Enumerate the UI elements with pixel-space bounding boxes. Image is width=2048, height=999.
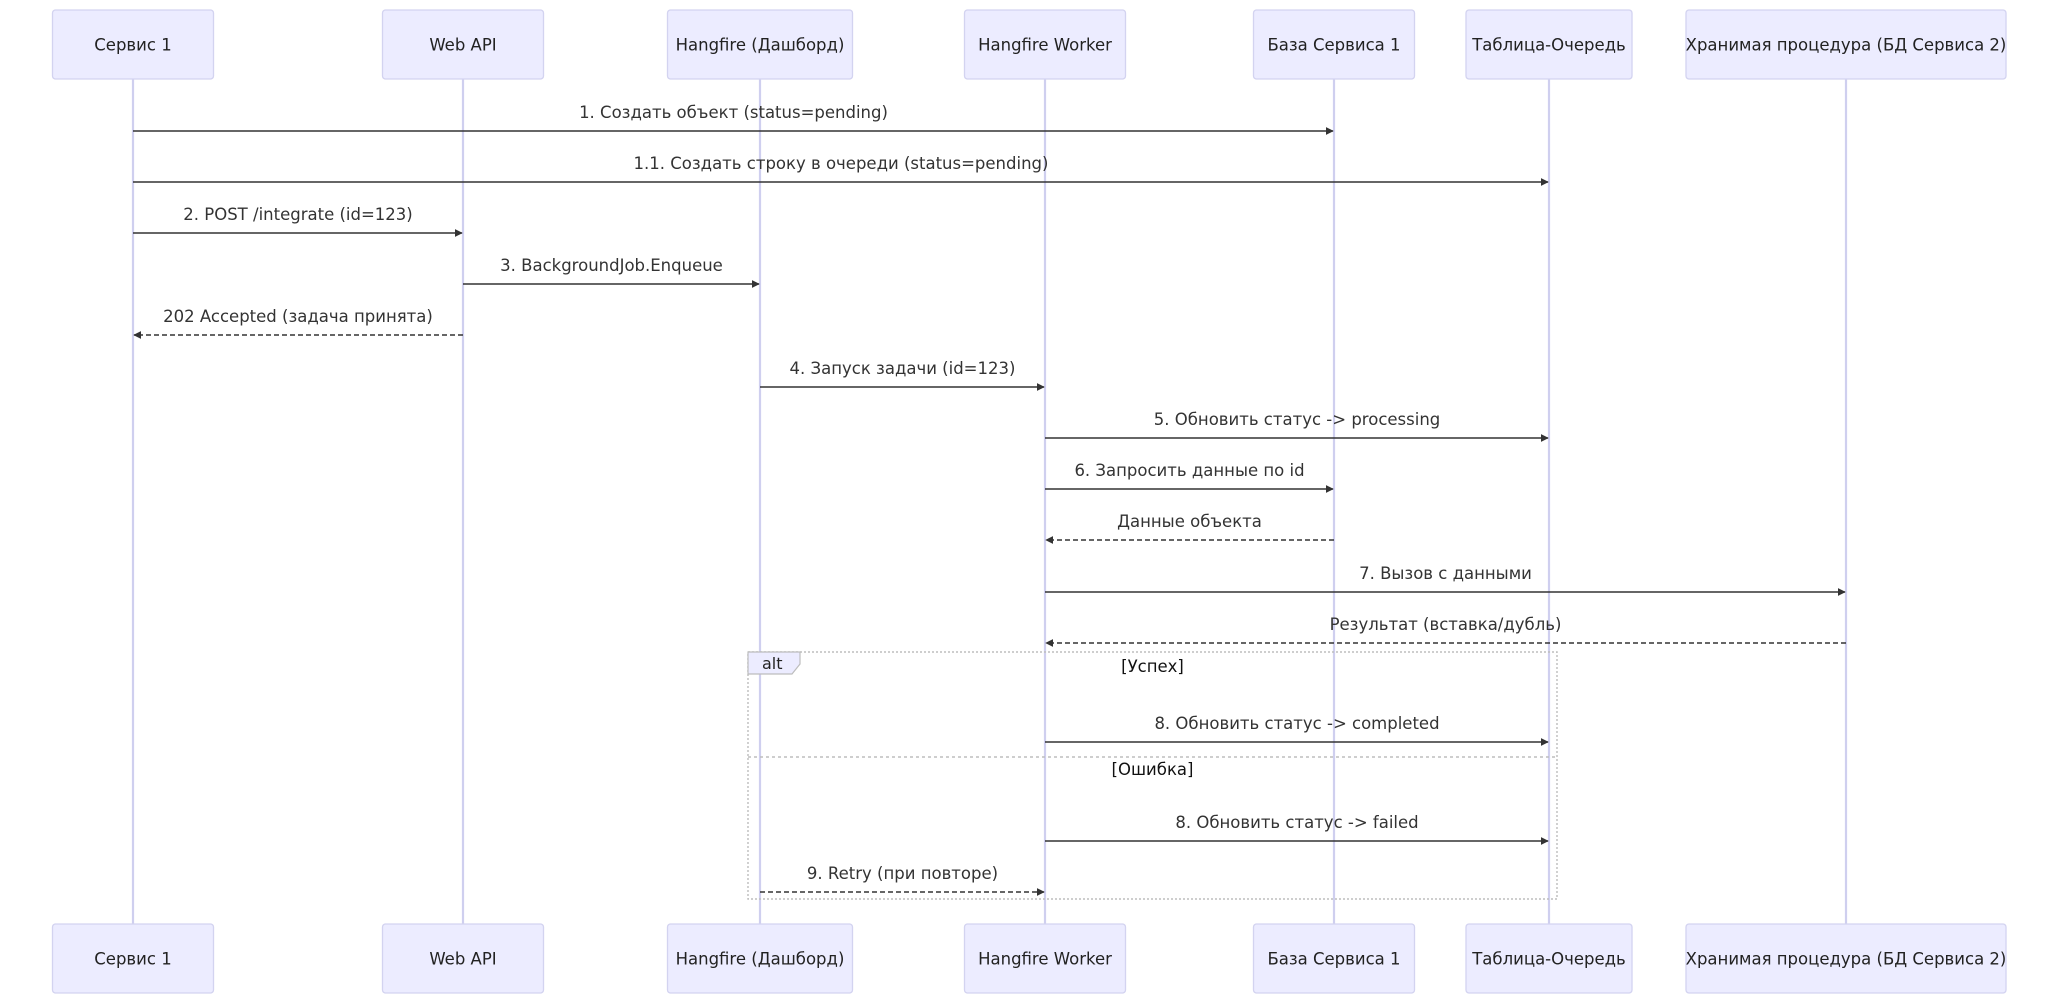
participant-label: Web API xyxy=(429,36,496,55)
message-label: 4. Запуск задачи (id=123) xyxy=(790,359,1016,378)
participant-label: Hangfire (Дашборд) xyxy=(676,36,845,55)
participant-label: База Сервиса 1 xyxy=(1267,950,1400,969)
participant-q-top: Таблица-Очередь xyxy=(1465,9,1633,80)
message-label: 8. Обновить статус -> completed xyxy=(1154,714,1439,733)
participant-label: Хранимая процедура (БД Сервиса 2) xyxy=(1686,36,2007,55)
message-11: Результат (вставка/дубль) xyxy=(1045,615,1846,647)
participant-box xyxy=(1252,923,1416,994)
participant-label: Таблица-Очередь xyxy=(1471,36,1626,55)
message-9: Данные объекта xyxy=(1045,512,1334,544)
participant-box xyxy=(381,9,545,80)
message-label: 7. Вызов с данными xyxy=(1359,564,1532,583)
participant-box xyxy=(1465,923,1633,994)
participant-label: Сервис 1 xyxy=(94,950,171,969)
alt-frame: alt [Успех] [Ошибка] xyxy=(747,651,1558,900)
message-label: 9. Retry (при повторе) xyxy=(807,864,998,883)
participant-label: Hangfire Worker xyxy=(978,36,1112,55)
participant-box xyxy=(1252,9,1416,80)
alt-condition-1: [Успех] xyxy=(1121,657,1184,676)
lifelines xyxy=(131,79,1848,924)
message-12: 8. Обновить статус -> completed xyxy=(1045,714,1549,746)
participant-q-bottom: Таблица-Очередь xyxy=(1465,923,1633,994)
participant-box xyxy=(1685,9,2007,80)
participant-label: Web API xyxy=(429,950,496,969)
participants: Сервис 1 Сервис 1 Web API Web API Hangfire (… xyxy=(51,9,2007,994)
participant-box xyxy=(51,9,215,80)
participant-hf-bottom: Hangfire (Дашборд) xyxy=(666,923,854,994)
participant-s1-top: Сервис 1 xyxy=(51,9,215,80)
participant-box xyxy=(51,923,215,994)
message-3: 2. POST /integrate (id=123) xyxy=(133,205,463,237)
messages: 1. Создать объект (status=pending) 1.1. С… xyxy=(133,103,1846,896)
participant-db1-top: База Сервиса 1 xyxy=(1252,9,1416,80)
participant-box xyxy=(1465,9,1633,80)
participant-box xyxy=(963,9,1127,80)
message-8: 6. Запросить данные по id xyxy=(1045,461,1334,493)
participant-label: База Сервиса 1 xyxy=(1267,36,1400,55)
message-2: 1.1. Создать строку в очереди (status=pe… xyxy=(133,154,1549,186)
alt-frame-tag xyxy=(747,651,801,675)
message-label: 202 Accepted (задача принята) xyxy=(163,307,433,326)
message-label: 1. Создать объект (status=pending) xyxy=(579,103,888,122)
participant-label: Таблица-Очередь xyxy=(1471,950,1626,969)
message-label: 5. Обновить статус -> processing xyxy=(1154,410,1441,429)
message-14: 9. Retry (при повторе) xyxy=(760,864,1045,896)
message-label: 3. BackgroundJob.Enqueue xyxy=(500,256,723,275)
message-4: 3. BackgroundJob.Enqueue xyxy=(463,256,760,288)
message-label: 6. Запросить данные по id xyxy=(1074,461,1304,480)
participant-label: Hangfire Worker xyxy=(978,950,1112,969)
participant-api-bottom: Web API xyxy=(381,923,545,994)
participant-box xyxy=(666,923,854,994)
message-label: Данные объекта xyxy=(1117,512,1262,531)
participant-label: Хранимая процедура (БД Сервиса 2) xyxy=(1686,950,2007,969)
participant-api-top: Web API xyxy=(381,9,545,80)
participant-label: Сервис 1 xyxy=(94,36,171,55)
participant-db1-bottom: База Сервиса 1 xyxy=(1252,923,1416,994)
alt-frame-label: alt xyxy=(762,654,783,673)
message-5: 202 Accepted (задача принята) xyxy=(133,307,463,339)
message-13: 8. Обновить статус -> failed xyxy=(1045,813,1549,845)
message-label: 2. POST /integrate (id=123) xyxy=(183,205,412,224)
message-label: 1.1. Создать строку в очереди (status=pe… xyxy=(634,154,1049,173)
participant-wk-bottom: Hangfire Worker xyxy=(963,923,1127,994)
participant-wk-top: Hangfire Worker xyxy=(963,9,1127,80)
message-7: 5. Обновить статус -> processing xyxy=(1045,410,1549,442)
alt-condition-2: [Ошибка] xyxy=(1112,760,1194,779)
participant-box xyxy=(666,9,854,80)
message-6: 4. Запуск задачи (id=123) xyxy=(760,359,1045,391)
message-10: 7. Вызов с данными xyxy=(1045,564,1846,596)
participant-hf-top: Hangfire (Дашборд) xyxy=(666,9,854,80)
participant-s1-bottom: Сервис 1 xyxy=(51,923,215,994)
participant-label: Hangfire (Дашборд) xyxy=(676,950,845,969)
message-1: 1. Создать объект (status=pending) xyxy=(133,103,1334,135)
participant-proc-top: Хранимая процедура (БД Сервиса 2) xyxy=(1685,9,2007,80)
message-label: Результат (вставка/дубль) xyxy=(1330,615,1562,634)
participant-box xyxy=(963,923,1127,994)
participant-box xyxy=(1685,923,2007,994)
message-label: 8. Обновить статус -> failed xyxy=(1175,813,1418,832)
participant-box xyxy=(381,923,545,994)
participant-proc-bottom: Хранимая процедура (БД Сервиса 2) xyxy=(1685,923,2007,994)
alt-frame-border xyxy=(747,651,1558,900)
